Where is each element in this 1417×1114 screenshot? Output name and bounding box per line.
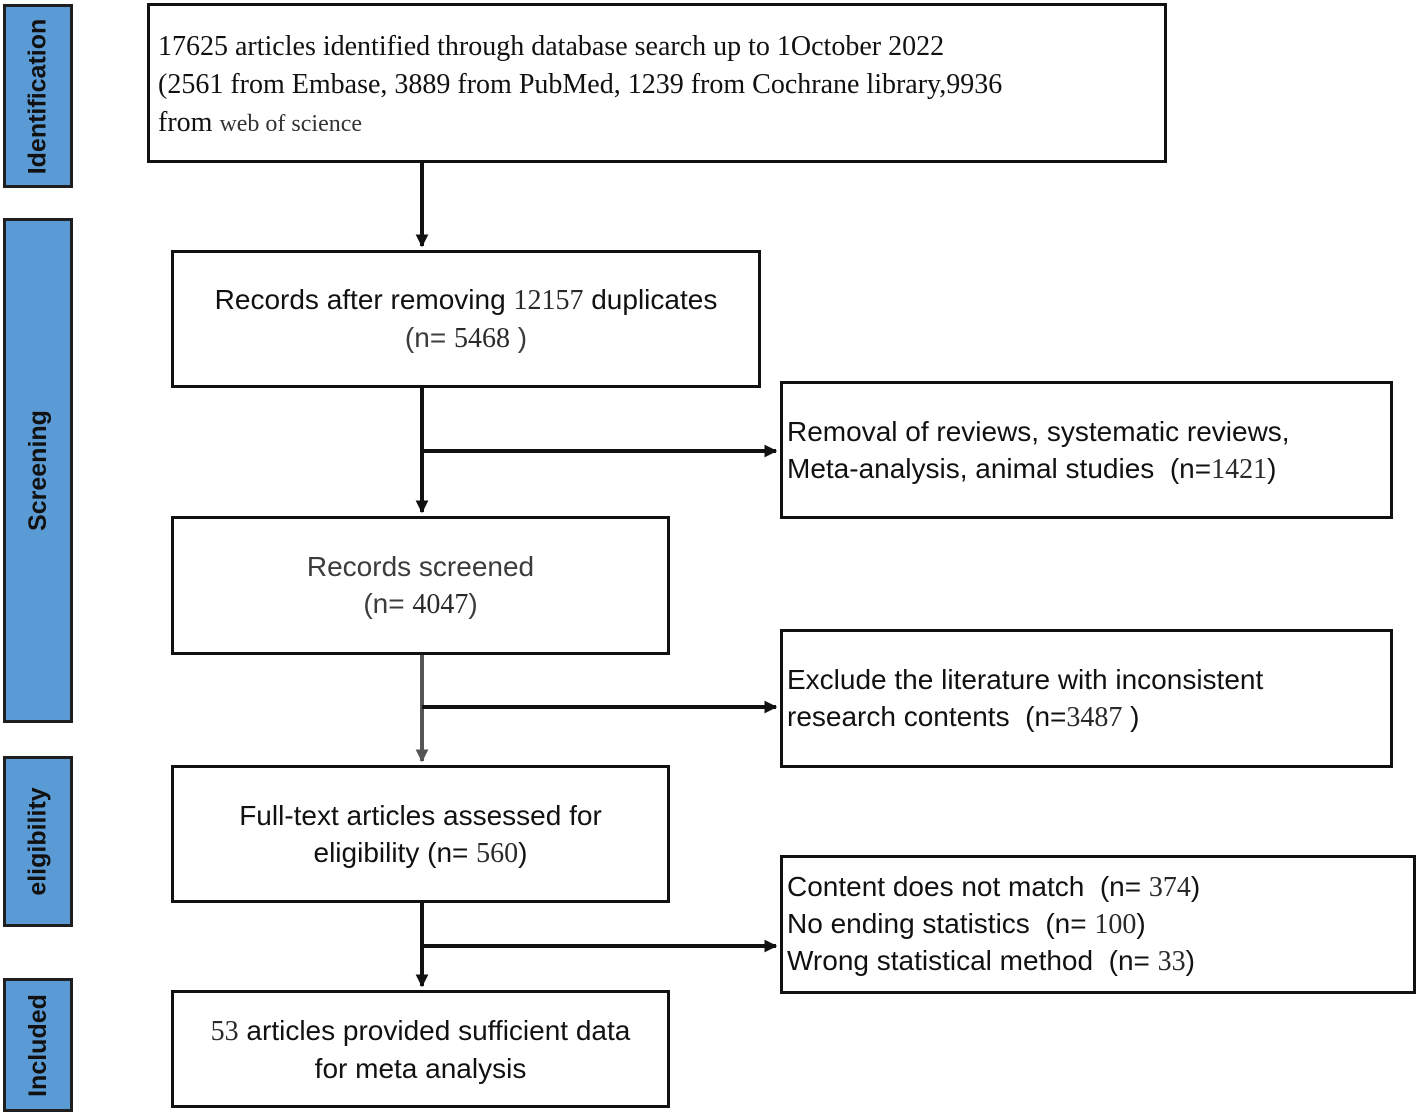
fulltext-line-1: Full-text articles assessed for [239,799,602,831]
records-screened-line-2-pre: (n= [363,588,405,619]
reviews-exclusion-box: Removal of reviews, systematic reviews, … [780,381,1393,519]
duplicates-line-2-post: ) [517,322,528,353]
inconsistent-exclusion-line-2-post: ) [1130,701,1140,732]
included-count: 53 [210,1015,239,1047]
fulltext-count: 560 [476,837,519,869]
duplicates-line-1-pre: Records after removing [214,284,506,315]
exclusion-reason-3-post: ) [1185,945,1195,976]
inconsistent-exclusion-line-2: research contents (n=3487 ) [787,698,1139,736]
exclusion-reason-3-pre: Wrong statistical method (n= [787,945,1150,976]
included-box: 53 articles provided sufficient data for… [171,990,670,1108]
stage-label-included: Included [3,978,73,1112]
records-screened-box: Records screened (n= 4047) [171,516,670,655]
identification-line-3-source: web of science [219,111,363,137]
exclusion-reason-1-count: 374 [1148,872,1191,903]
exclusion-reason-2-post: ) [1136,908,1146,939]
included-line-1: 53 articles provided sufficient data [211,1012,631,1050]
exclusion-reason-no-ending-statistics: No ending statistics (n= 100) [787,906,1146,943]
records-screened-line-2-post: ) [468,588,478,619]
stage-label-screening: Screening [3,218,73,723]
stage-label-identification: Identification [3,4,73,188]
duplicates-count: 12157 [513,285,584,316]
reviews-exclusion-line-1: Removal of reviews, systematic reviews, [787,415,1290,447]
identification-box: 17625 articles identified through databa… [147,3,1167,163]
inconsistent-exclusion-box: Exclude the literature with inconsistent… [780,629,1393,768]
exclusion-reason-1-post: ) [1190,871,1201,902]
exclusion-reason-1-pre: Content does not match (n= [787,871,1142,902]
fulltext-assessed-box: Full-text articles assessed for eligibil… [171,765,670,903]
stage-label-eligibility: eligibility [3,756,73,927]
inconsistent-exclusion-count: 3487 [1066,702,1123,733]
identification-line-1: 17625 articles identified through databa… [158,31,945,62]
exclusion-reason-2-count: 100 [1094,909,1137,940]
identification-line-2: (2561 from Embase, 3889 from PubMed, 123… [158,69,1003,100]
inconsistent-exclusion-line-1: Exclude the literature with inconsistent [787,664,1264,695]
identification-line-3: from web of science [158,104,362,143]
duplicates-line-2-pre: (n= [404,322,447,353]
fulltext-line-2: eligibility (n= 560) [314,834,528,872]
duplicates-line-2: (n= 5468 ) [405,319,527,357]
exclusion-reason-wrong-statistical-method: Wrong statistical method (n= 33) [787,943,1195,980]
fulltext-line-2-post: ) [518,836,528,868]
identification-line-3-from: from [158,107,213,138]
duplicates-line-1: Records after removing 12157 duplicates [215,281,718,319]
records-screened-line-2: (n= 4047) [363,585,477,623]
exclusion-reason-3-count: 33 [1157,946,1186,977]
inconsistent-exclusion-line-2-pre: research contents (n= [787,701,1067,732]
reviews-exclusion-line-2: Meta-analysis, animal studies (n=1421) [787,450,1276,488]
reviews-exclusion-count: 1421 [1211,453,1268,485]
reviews-exclusion-line-2-post: ) [1267,452,1277,484]
exclusion-reason-2-pre: No ending statistics (n= [787,908,1087,939]
duplicates-removed-box: Records after removing 12157 duplicates … [171,250,761,388]
fulltext-line-2-pre: eligibility (n= [313,836,469,868]
included-line-1-post: articles provided sufficient data [246,1014,631,1046]
exclusion-reason-content-mismatch: Content does not match (n= 374) [787,869,1200,906]
records-screened-count: 4047 [412,589,469,620]
duplicates-line-1-post: duplicates [591,284,718,315]
reviews-exclusion-line-2-pre: Meta-analysis, animal studies (n= [787,452,1212,484]
records-after-dedup-count: 5468 [453,323,510,354]
records-screened-line-1: Records screened [306,551,535,582]
included-line-2: for meta analysis [314,1052,527,1084]
fulltext-exclusion-box: Content does not match (n= 374) No endin… [780,855,1416,994]
